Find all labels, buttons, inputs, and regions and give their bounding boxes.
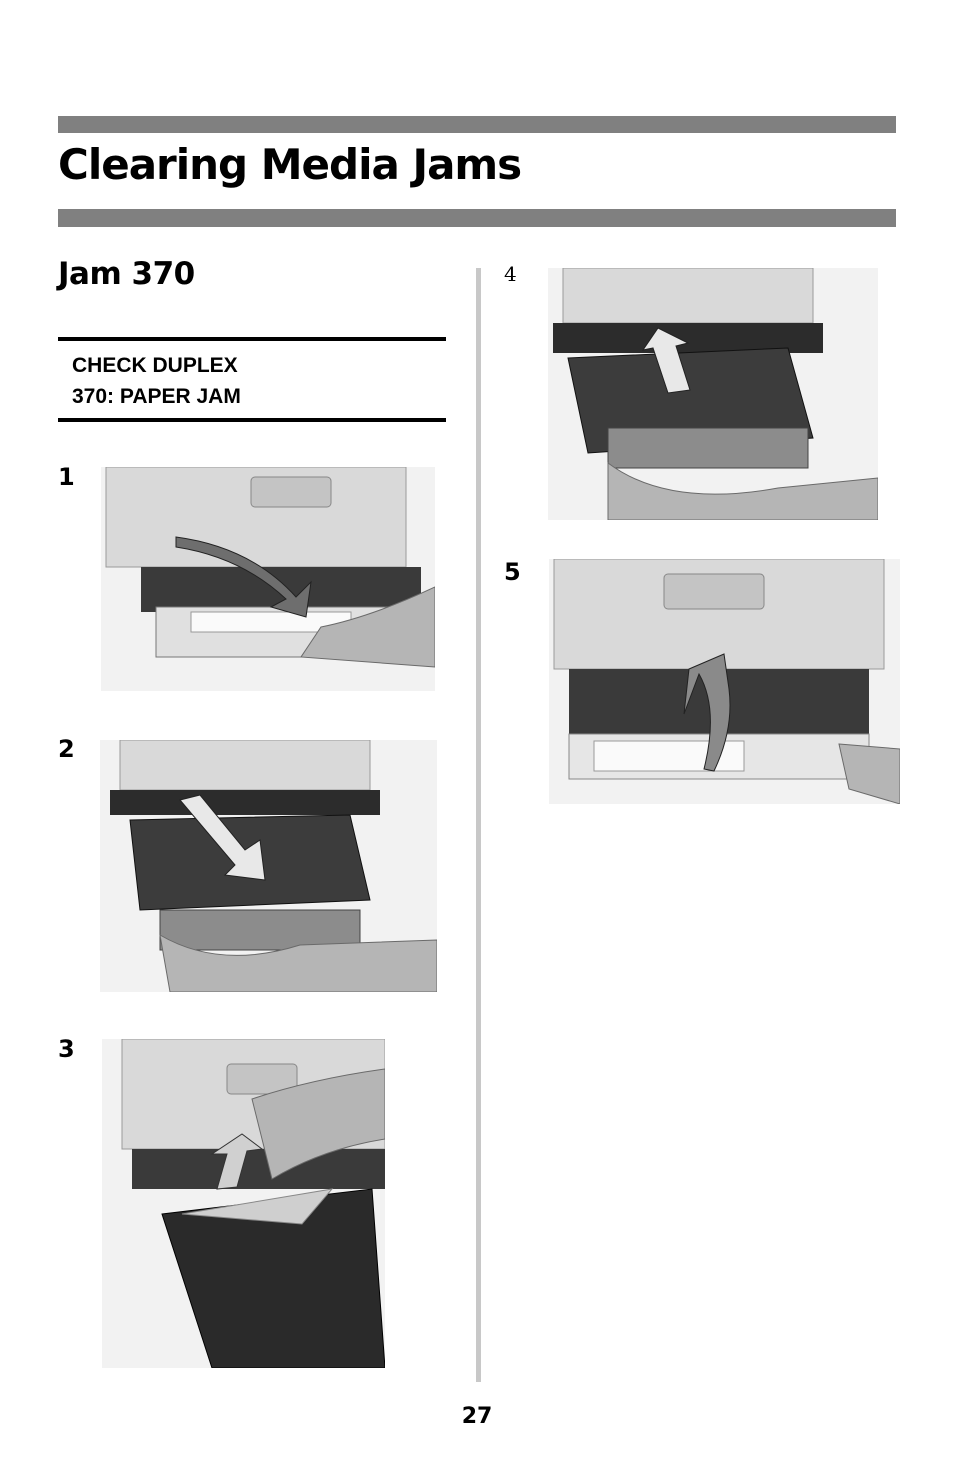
step-number-2: 2 (58, 735, 75, 763)
page-title: Clearing Media Jams (58, 140, 522, 189)
step-1-photo (101, 467, 435, 691)
step-number-1: 1 (58, 463, 75, 491)
panel-line-1: CHECK DUPLEX (72, 354, 238, 377)
step-3-photo (102, 1039, 385, 1368)
column-divider (476, 268, 481, 1382)
title-underline-bar (58, 209, 896, 227)
step-2-photo (100, 740, 437, 992)
section-title: Jam 370 (58, 256, 195, 292)
step-number-5: 5 (504, 558, 521, 586)
panel-line-2: 370: PAPER JAM (72, 385, 241, 408)
step-4-photo (548, 268, 878, 520)
page-number: 27 (461, 1404, 493, 1429)
top-rule-bar (58, 116, 896, 133)
panel-bottom-rule (58, 418, 446, 422)
step-number-3: 3 (58, 1035, 75, 1063)
panel-top-rule (58, 337, 446, 341)
step-5-photo (549, 559, 900, 804)
printer-panel-message: CHECK DUPLEX 370: PAPER JAM (72, 350, 241, 412)
step-number-4: 4 (504, 262, 517, 286)
